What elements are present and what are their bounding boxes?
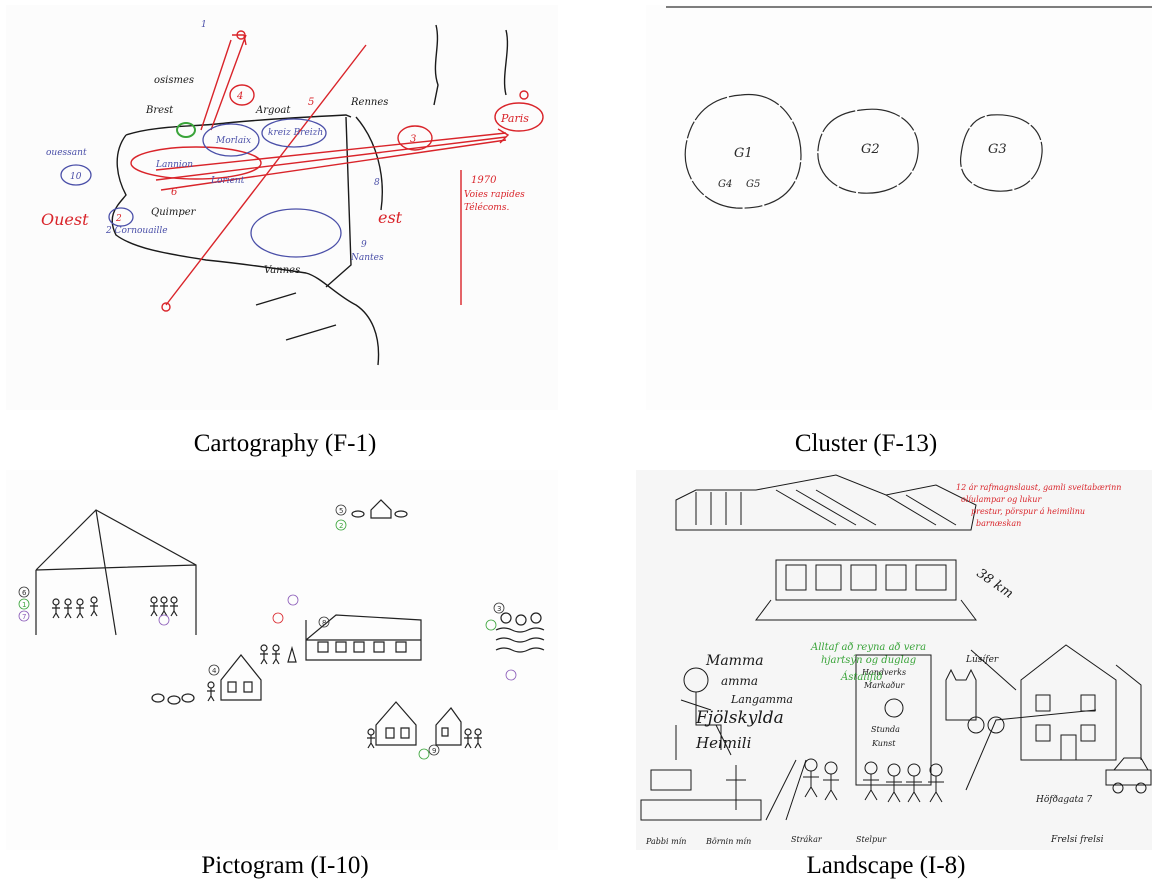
label-n4: 4 [236, 91, 243, 102]
mark-n7: 7 [22, 613, 26, 621]
label-n5: 5 [308, 97, 314, 108]
landscape-strakar: Strákar [791, 835, 823, 844]
label-lannion: Lannion [155, 160, 193, 170]
figures-left [52, 596, 178, 619]
label-paris: Paris [500, 112, 529, 125]
landscape-stelpur: Stelpur [856, 835, 887, 844]
landscape-fjolskylda: Fjölskylda [695, 708, 784, 728]
cluster-label-g5: G5 [746, 179, 760, 190]
label-note1: Voies rapides [464, 190, 525, 200]
caption-pictogram: Pictogram (I-10) [201, 852, 369, 879]
label-ouessant: ouessant [46, 148, 87, 158]
label-n8: 8 [374, 178, 380, 188]
long-house [305, 614, 422, 661]
panel-cartography: osismes Brest Argoat Rennes Quimper Vann… [0, 0, 576, 470]
mark-n4: 4 [212, 667, 217, 675]
label-ten: 10 [70, 172, 82, 182]
landscape-red2: olíulampar og lukur [961, 495, 1042, 504]
mark-n6: 6 [22, 589, 27, 597]
label-morlaix: Morlaix [215, 136, 251, 146]
cartography-image: osismes Brest Argoat Rennes Quimper Vann… [6, 5, 558, 410]
landscape-green3: Ástalífið [840, 671, 882, 683]
landscape-langamma: Langamma [730, 693, 793, 706]
landscape-km: 38 km [974, 566, 1016, 602]
label-vannes: Vannes [264, 265, 300, 276]
landscape-address: Höfðagata 7 [1035, 794, 1092, 805]
landscape-markadur: Markaður [863, 681, 905, 690]
cluster-label-g1: G1 [734, 146, 753, 161]
landscape-kunst: Kunst [871, 739, 896, 748]
landscape-lusifer: Lúsífer [965, 654, 999, 665]
cluster-label-g4: G4 [718, 179, 732, 190]
panel-cluster: G1 G4 G5 G2 G3 Cluster (F-13) [576, 0, 1152, 470]
label-n3: 3 [410, 134, 416, 145]
label-n1: 1 [201, 20, 207, 30]
label-n9: 9 [361, 240, 367, 250]
label-n6: 6 [171, 187, 178, 198]
label-nantes: Nantes [350, 253, 384, 263]
mark-n9: 9 [432, 747, 436, 755]
landscape-image: Mamma amma Langamma Fjölskylda Heimili H… [636, 470, 1152, 850]
cluster-image: G1 G4 G5 G2 G3 [646, 5, 1152, 410]
label-ouest: Ouest [41, 210, 89, 229]
mark-n5: 5 [339, 507, 343, 515]
landscape-green2: hjartsýn og duglag [821, 655, 916, 666]
landscape-handverk: Handverks [861, 668, 906, 677]
landscape-amma: amma [721, 674, 758, 688]
cluster-label-g2: G2 [861, 142, 880, 157]
landscape-red4: barnæskan [976, 519, 1021, 528]
cluster-g2-outline [817, 108, 919, 194]
mark-n2: 2 [339, 522, 343, 530]
landscape-frelsi: Frelsi frelsi [1050, 835, 1104, 845]
panel-pictogram: 6 5 4 3 9 8 1 2 7 Pictogram (I-10) [0, 470, 576, 891]
landscape-born: Börnin mín [705, 837, 751, 846]
label-est: est [378, 208, 403, 227]
cluster-g3-outline [959, 114, 1043, 192]
label-note2: Télécoms. [464, 202, 509, 213]
caption-landscape: Landscape (I-8) [806, 852, 966, 879]
label-kreiz: kreiz Breizh [268, 128, 323, 138]
large-house [35, 509, 197, 636]
panel-landscape: Mamma amma Langamma Fjölskylda Heimili H… [576, 470, 1152, 891]
label-cornouaille: 2 Cornouaille [105, 226, 168, 236]
cluster-sketch: G1 G4 G5 G2 G3 [666, 6, 1152, 209]
landscape-heimili: Heimili [695, 734, 752, 752]
label-quimper: Quimper [151, 207, 197, 218]
cluster-g1-outline [684, 93, 802, 209]
label-n2: 2 [115, 214, 122, 224]
mark-n1: 1 [22, 601, 26, 609]
small-house [220, 654, 262, 701]
landscape-stunda: Stunda [871, 725, 900, 734]
label-year: 1970 [471, 175, 497, 186]
landscape-mamma: Mamma [705, 653, 764, 669]
landscape-green1: Alltaf að reyna að vera [810, 642, 926, 653]
label-argoat: Argoat [255, 105, 291, 116]
coastline [111, 114, 380, 366]
cluster-label-g3: G3 [988, 142, 1007, 157]
caption-cluster: Cluster (F-13) [794, 430, 938, 457]
label-brest: Brest [145, 105, 174, 116]
mark-n3: 3 [497, 605, 501, 613]
cartography-sketch: osismes Brest Argoat Rennes Quimper Vann… [41, 20, 544, 366]
landscape-sketch: Mamma amma Langamma Fjölskylda Heimili H… [640, 474, 1152, 846]
landscape-pabbi: Pabbi mín [645, 837, 686, 846]
label-rennes: Rennes [350, 97, 388, 108]
pictogram-sketch: 6 5 4 3 9 8 1 2 7 [18, 499, 545, 760]
label-osismes: osismes [154, 75, 194, 86]
landscape-red1: 12 ár rafmagnslaust, gamli sveitabærinn [956, 483, 1121, 492]
caption-cartography: Cartography (F-1) [193, 430, 377, 457]
label-lorient: Lorient [210, 176, 245, 186]
landscape-red3: prestur, pörspur á heimilinu [971, 507, 1085, 516]
mark-n8: 8 [322, 619, 326, 627]
pictogram-image: 6 5 4 3 9 8 1 2 7 [6, 470, 558, 850]
